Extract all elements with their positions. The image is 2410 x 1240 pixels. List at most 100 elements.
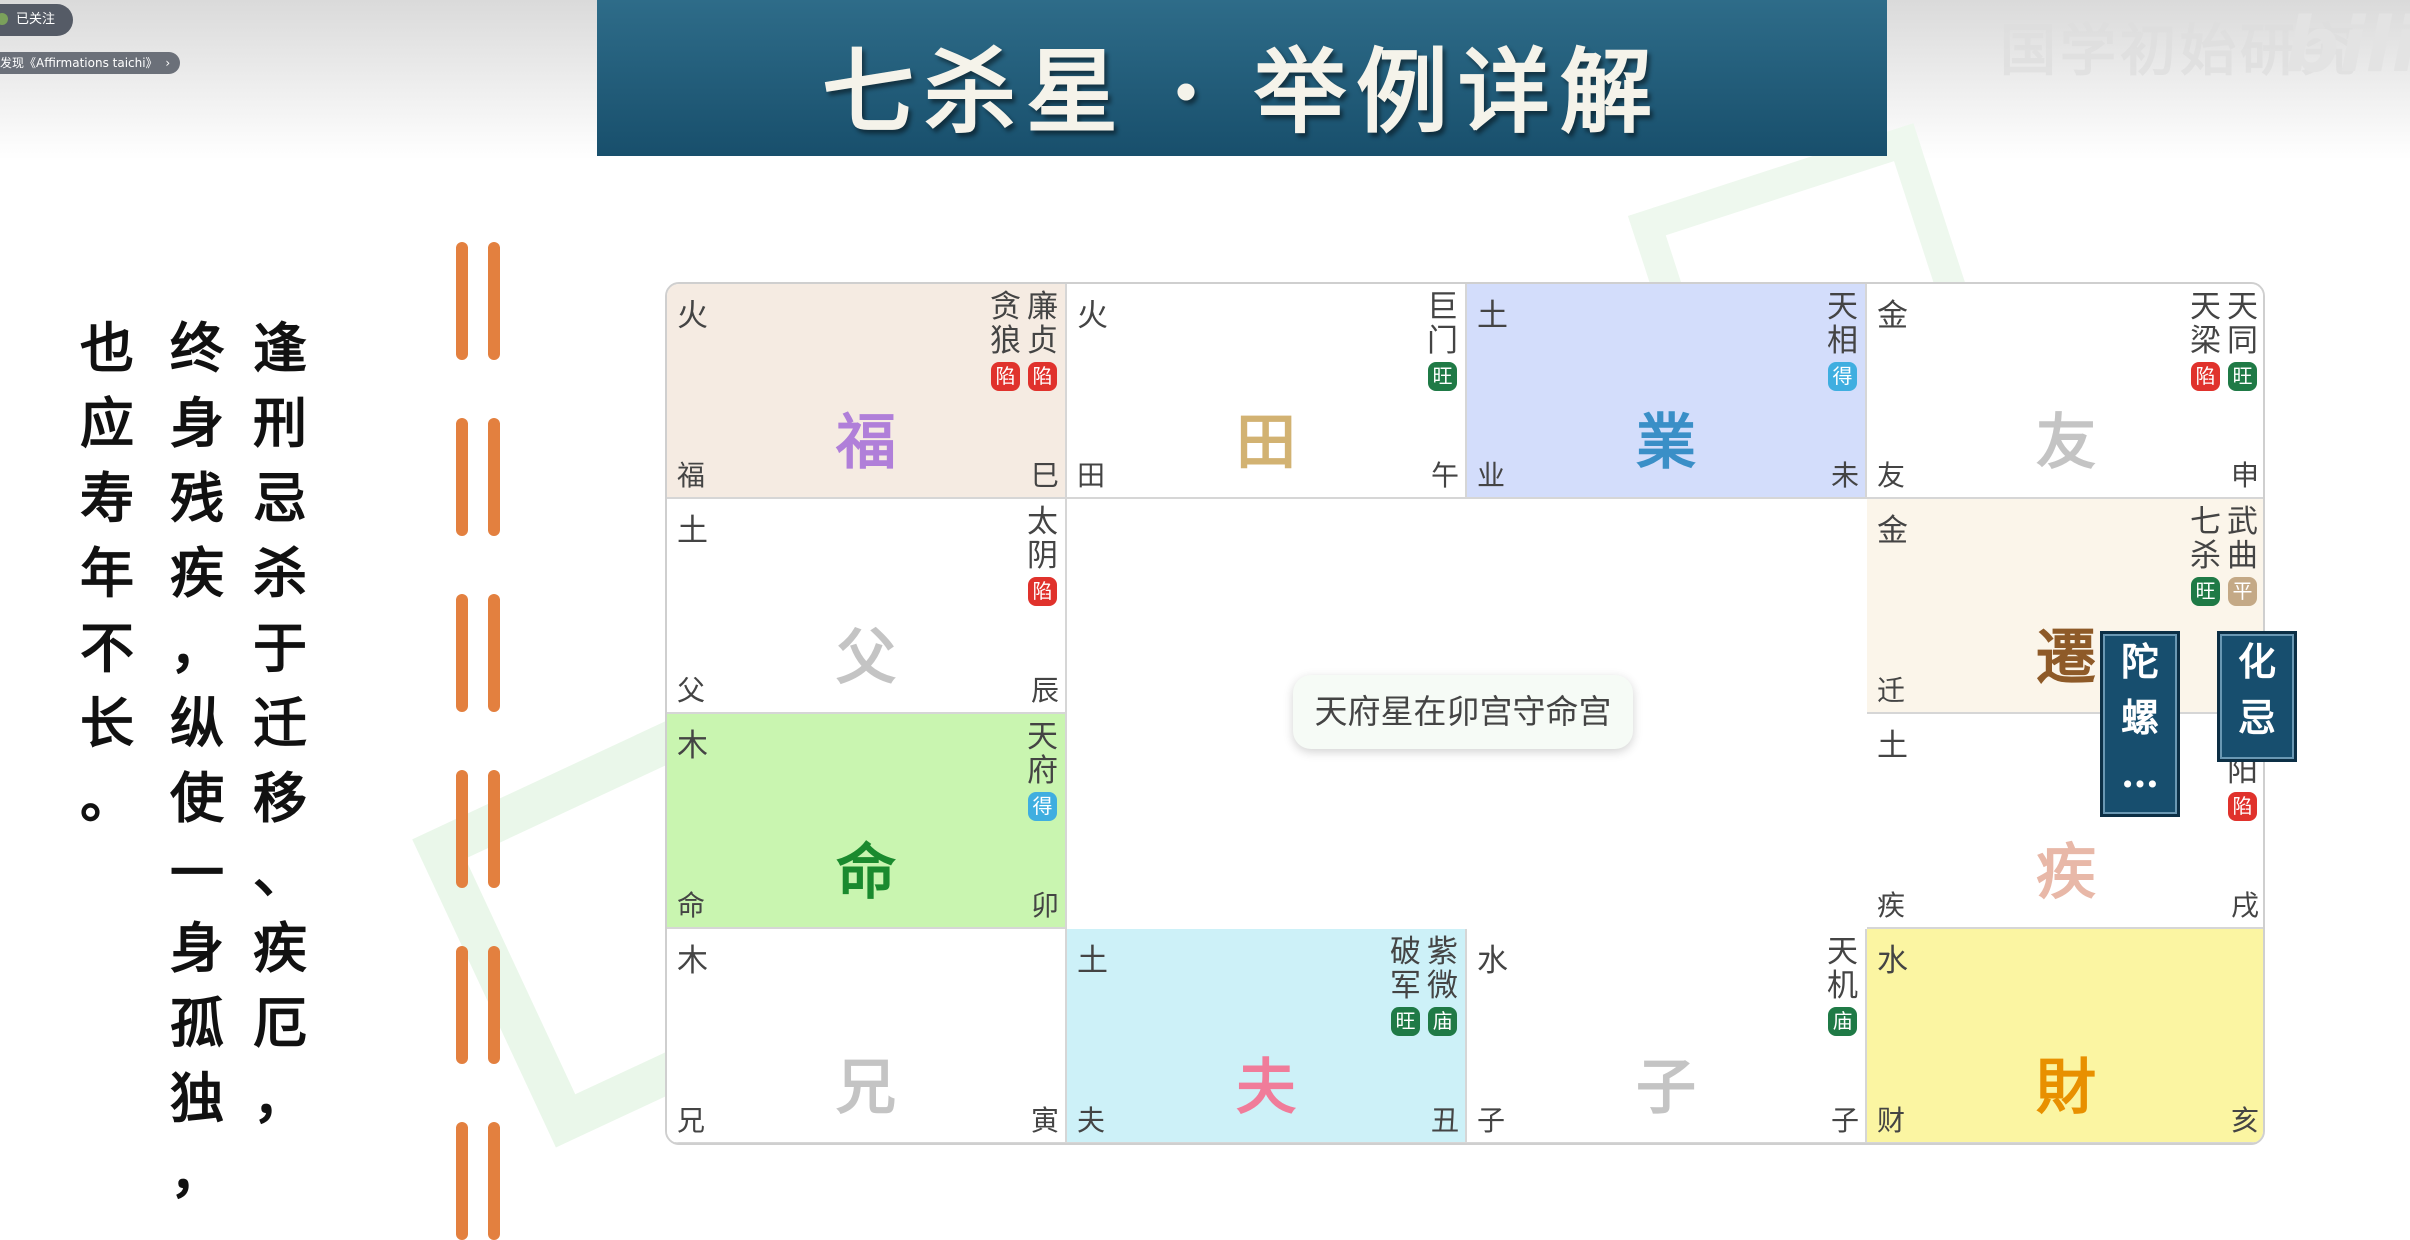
star-entry: 七杀旺 [2187,505,2224,606]
decorative-bar [488,946,500,1064]
poem-char: 疾 [253,916,307,980]
palace-short-name: 友 [1877,459,1906,492]
palace-name: 命 [836,838,896,908]
poem-char: 使 [170,766,224,830]
star-entry: 天府得 [1024,720,1061,821]
star-entry: 武曲平 [2224,505,2261,606]
center-label: 天府星在卯宫守命宫 [1293,675,1633,749]
star-name-char: 贞 [1027,323,1058,359]
discover-link[interactable]: 发现《Affirmations taichi》 › [0,52,181,74]
palace-element: 火 [1077,298,1108,334]
star-entry: 贪狼陷 [987,290,1024,391]
palace-branch: 辰 [1030,674,1059,707]
palace-cell-fumu: 土父辰父太阴陷 [667,499,1067,714]
palace-short-name: 夫 [1077,1104,1106,1137]
poem-char: 、 [253,841,307,905]
star-name-char: 机 [1827,968,1858,1004]
star-name-char: 巨 [1427,289,1458,325]
poem-char: ， [253,1066,307,1130]
palace-cell-tian: 火田午田巨门旺 [1067,284,1467,499]
star-entry: 天同旺 [2224,290,2261,391]
palace-stars: 天机庙 [1824,935,1861,1036]
palace-short-name: 疾 [1877,889,1906,922]
palace-cell-fu: 火福巳福廉贞陷贪狼陷 [667,284,1067,499]
star-name-char: 紫 [1427,934,1458,970]
star-name-char: 军 [1390,968,1421,1004]
palace-name: 父 [836,623,896,693]
poem-char: 忌 [253,466,307,530]
discover-label: 发现《Affirmations taichi》 [0,56,158,70]
poem-char: 逢 [253,316,307,380]
palace-short-name: 父 [677,674,706,707]
poem-column: 逢刑忌杀于迁移、疾厄， [238,311,322,1136]
poem-char: 一 [170,841,224,905]
star-name-char: 太 [1027,504,1058,540]
palace-short-name: 财 [1877,1104,1906,1137]
palace-branch: 午 [1430,459,1459,492]
decorative-bar [488,594,500,712]
palace-cell-ye: 土业未業天相得 [1467,284,1867,499]
palace-name: 遷 [2036,623,2096,693]
poem-char: 疾 [170,541,224,605]
palace-short-name: 迁 [1877,674,1906,707]
palace-name: 兄 [836,1053,896,1123]
poem-column: 也应寿年不长。 [65,311,149,836]
brightness-badge: 陷 [2228,792,2257,821]
tag-char: … [2121,751,2159,796]
palace-name: 友 [2036,408,2096,478]
palace-element: 木 [677,728,708,764]
palace-stars: 廉贞陷贪狼陷 [987,290,1061,391]
slide-title: 七杀星 · 举例详解 [821,38,1663,146]
palace-element: 土 [1077,943,1108,979]
poem-char: ， [170,1141,224,1205]
poem-char: 。 [80,766,134,830]
star-entry: 太阴陷 [1024,505,1061,606]
tag-char: 螺 [2120,695,2159,740]
decorative-bar [456,242,468,360]
palace-branch: 巳 [1030,459,1059,492]
brightness-badge: 庙 [1828,1007,1857,1036]
decorative-bar [456,946,468,1064]
poem-char: 也 [80,316,134,380]
star-entry: 廉贞陷 [1024,290,1061,391]
star-entry: 天相得 [1824,290,1861,391]
poem-char: 长 [80,691,134,755]
brightness-badge: 平 [2228,577,2257,606]
brightness-badge: 得 [1828,362,1857,391]
palace-stars: 太阴陷 [1024,505,1061,606]
star-name-char: 门 [1427,323,1458,359]
palace-name: 財 [2036,1053,2096,1123]
palace-cell-ji: 土疾戌疾太阳陷 [1867,714,2263,929]
brightness-badge: 陷 [1028,362,1057,391]
star-entry: 破军旺 [1387,935,1424,1036]
tag-char: 化 [2237,639,2276,684]
brightness-badge: 旺 [1428,362,1457,391]
poem-char: 于 [253,616,307,680]
palace-short-name: 子 [1477,1104,1506,1137]
palace-name: 田 [1236,408,1296,478]
brightness-badge: 得 [1028,792,1057,821]
decorative-bar [488,242,500,360]
palace-element: 土 [1877,728,1908,764]
site-logo-watermark: bilib [2285,0,2410,89]
star-name-char: 天 [1027,719,1058,755]
decorative-bar [456,418,468,536]
poem-char: 杀 [253,541,307,605]
palace-element: 火 [677,298,708,334]
brightness-badge: 陷 [991,362,1020,391]
star-name-char: 阴 [1027,538,1058,574]
palace-stars: 天相得 [1824,290,1861,391]
star-chart-grid: 火福巳福廉贞陷贪狼陷火田午田巨门旺土业未業天相得金友申友天同旺天梁陷土父辰父太阴… [665,282,2265,1145]
palace-cell-qian: 金迁酉遷武曲平七杀旺 [1867,499,2263,714]
star-entry: 巨门旺 [1424,290,1461,391]
star-name-char: 贪 [990,289,1021,325]
watermark-text: 国学初始研究 [2000,19,2360,84]
palace-name: 夫 [1236,1053,1296,1123]
palace-element: 木 [677,943,708,979]
palace-element: 水 [1877,943,1908,979]
star-entry: 天机庙 [1824,935,1861,1036]
follow-status-button[interactable]: 已关注 [0,4,74,36]
star-name-char: 微 [1427,968,1458,1004]
brightness-badge: 陷 [1028,577,1057,606]
poem-char: 迁 [253,691,307,755]
